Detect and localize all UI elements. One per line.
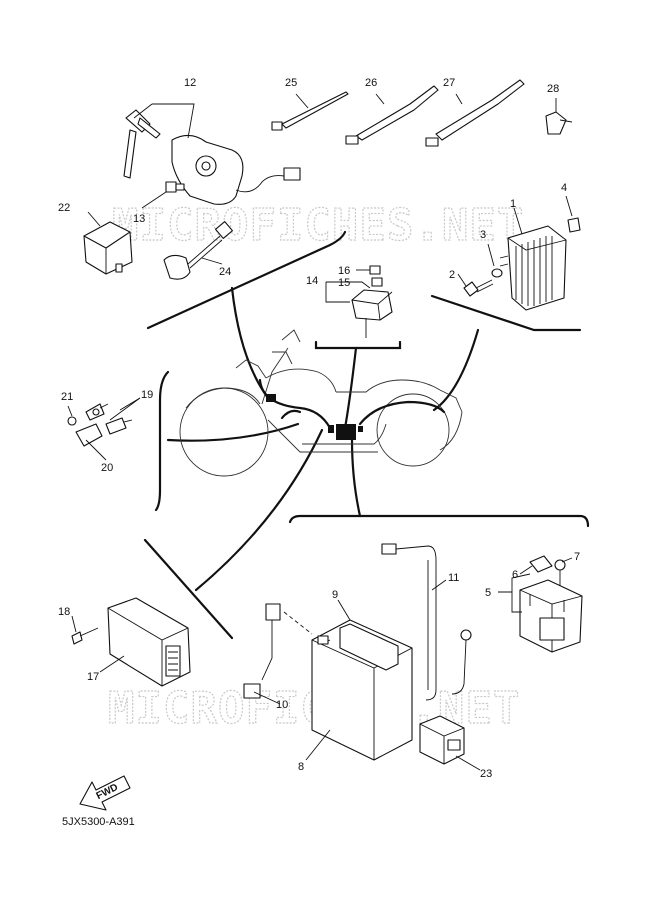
callout-13: 13: [133, 213, 145, 225]
callout-21: 21: [61, 391, 73, 403]
callout-20: 20: [101, 462, 113, 474]
callout-9: 9: [332, 589, 338, 601]
callout-10: 10: [276, 699, 288, 711]
bracket-center: [314, 340, 402, 350]
callout-numbers: 12 13 22 24 25 26 27 28 1 4 3 2 14 15 16…: [58, 77, 580, 780]
part-14-relay: [351, 265, 393, 338]
callout-24: 24: [219, 266, 231, 278]
harness-leaders: [166, 286, 480, 592]
part-19-switches: [85, 403, 133, 435]
part-24-sensor: [163, 220, 234, 280]
callout-7: 7: [574, 551, 580, 563]
bracket-bottom-right: [288, 514, 590, 528]
part-5-starter-relay: [519, 579, 583, 653]
callout-23: 23: [480, 768, 492, 780]
bracket-bottom-left: [143, 538, 234, 640]
part-4-clip: [567, 217, 581, 233]
part-22-relay: [83, 221, 133, 275]
bracket-left: [154, 370, 170, 512]
part-21-washer: [67, 416, 77, 426]
bracket-top-left: [146, 230, 347, 330]
part-1-rectifier: [499, 225, 567, 311]
callout-19: 19: [141, 389, 153, 401]
part-25-cable-tie: [271, 91, 349, 131]
callout-4: 4: [561, 182, 567, 194]
part-26-cable-tie: [345, 85, 439, 145]
callout-5: 5: [485, 587, 491, 599]
callout-11: 11: [448, 572, 459, 584]
callout-22: 22: [58, 202, 70, 214]
callout-8: 8: [298, 761, 304, 773]
part-13-bolt: [165, 181, 185, 193]
part-20-bracket: [75, 423, 103, 447]
watermark-top: MICROFICHES.NET: [112, 200, 524, 251]
part-27-cable-tie: [425, 79, 525, 147]
part-7-bolt: [554, 559, 566, 586]
callout-12: 12: [184, 77, 196, 89]
callout-15: 15: [338, 277, 350, 289]
callout-2: 2: [449, 269, 455, 281]
group-brackets: [143, 230, 590, 640]
part-9-band: [339, 623, 399, 671]
fwd-arrow-icon: FWD: [79, 775, 131, 811]
callout-6: 6: [512, 569, 518, 581]
callout-14: 14: [306, 275, 318, 287]
part-23-relay: [419, 715, 465, 765]
part-18-screw: [71, 627, 99, 645]
callout-27: 27: [443, 77, 455, 89]
part-11-cable: [381, 543, 472, 701]
part-3-washer: [491, 268, 503, 278]
bracket-top-right: [430, 294, 582, 332]
callout-28: 28: [547, 83, 559, 95]
callout-17: 17: [87, 671, 99, 683]
part-6-fuse: [529, 555, 553, 573]
part-2-bolt: [463, 279, 494, 297]
part-17-ecu: [107, 597, 191, 687]
motorcycle-outline: [179, 329, 463, 477]
diagram-code: 5JX5300-A391: [62, 816, 135, 828]
callout-25: 25: [285, 77, 297, 89]
callout-leaders: [67, 93, 573, 771]
part-28-clip: [545, 111, 573, 135]
callout-18: 18: [58, 606, 70, 618]
callout-26: 26: [365, 77, 377, 89]
callout-1: 1: [510, 198, 516, 210]
part-10-cable: [243, 603, 313, 699]
callout-3: 3: [480, 229, 486, 241]
callout-16: 16: [338, 265, 350, 277]
